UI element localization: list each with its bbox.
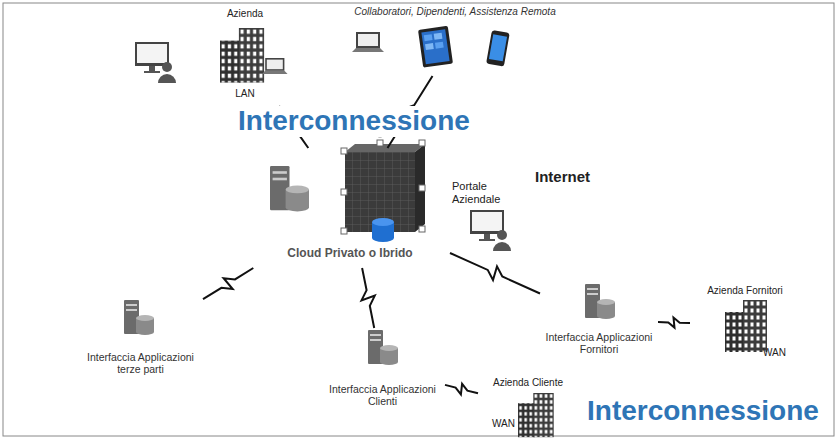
- node-text: Interfaccia Applicazioni Clienti: [320, 383, 445, 408]
- portal: Portale Aziendale: [452, 178, 530, 250]
- connector-line: [203, 268, 253, 299]
- wan-site: Azienda FornitoriWAN: [690, 285, 800, 365]
- node-text: LAN: [190, 88, 300, 99]
- node-text: Interfaccia Applicazioni Fornitori: [540, 331, 658, 356]
- lightning-link: [203, 268, 253, 299]
- connector-line: [445, 384, 478, 395]
- connector-line: [658, 318, 690, 328]
- node-text: Portale Aziendale: [452, 180, 530, 205]
- lightning-link: [445, 384, 478, 395]
- node-text: Azienda: [190, 8, 300, 19]
- node-text: Internet: [535, 168, 590, 185]
- private-cloud: Cloud Privato o Ibrido: [250, 148, 450, 268]
- node-text: Interfaccia Applicazioni terze parti: [78, 351, 203, 376]
- interface-server: Interfaccia Applicazioni terze parti: [78, 298, 203, 378]
- interface-server: Interfaccia Applicazioni Fornitori: [540, 282, 658, 358]
- connector-line: [450, 253, 540, 294]
- wan-site: Azienda ClienteWAN: [478, 377, 578, 435]
- lan-site: AziendaLAN: [190, 8, 300, 106]
- node-text: WAN: [492, 418, 515, 429]
- connector-line: [362, 268, 375, 328]
- lightning-link: [362, 268, 375, 328]
- node-text: Collaboratori, Dipendenti, Assistenza Re…: [335, 6, 575, 17]
- lightning-link: [658, 318, 690, 328]
- node-text: Azienda Cliente: [478, 377, 578, 388]
- banner-label: Interconnessione: [235, 106, 473, 137]
- node-text: Azienda Fornitori: [690, 285, 800, 296]
- remote-devices: Collaboratori, Dipendenti, Assistenza Re…: [335, 4, 575, 76]
- node-text: WAN: [763, 347, 786, 358]
- node-text: Cloud Privato o Ibrido: [250, 246, 450, 260]
- banner-label: Interconnessione: [584, 396, 822, 427]
- interface-server: Interfaccia Applicazioni Clienti: [320, 328, 445, 410]
- lightning-link: [450, 253, 540, 294]
